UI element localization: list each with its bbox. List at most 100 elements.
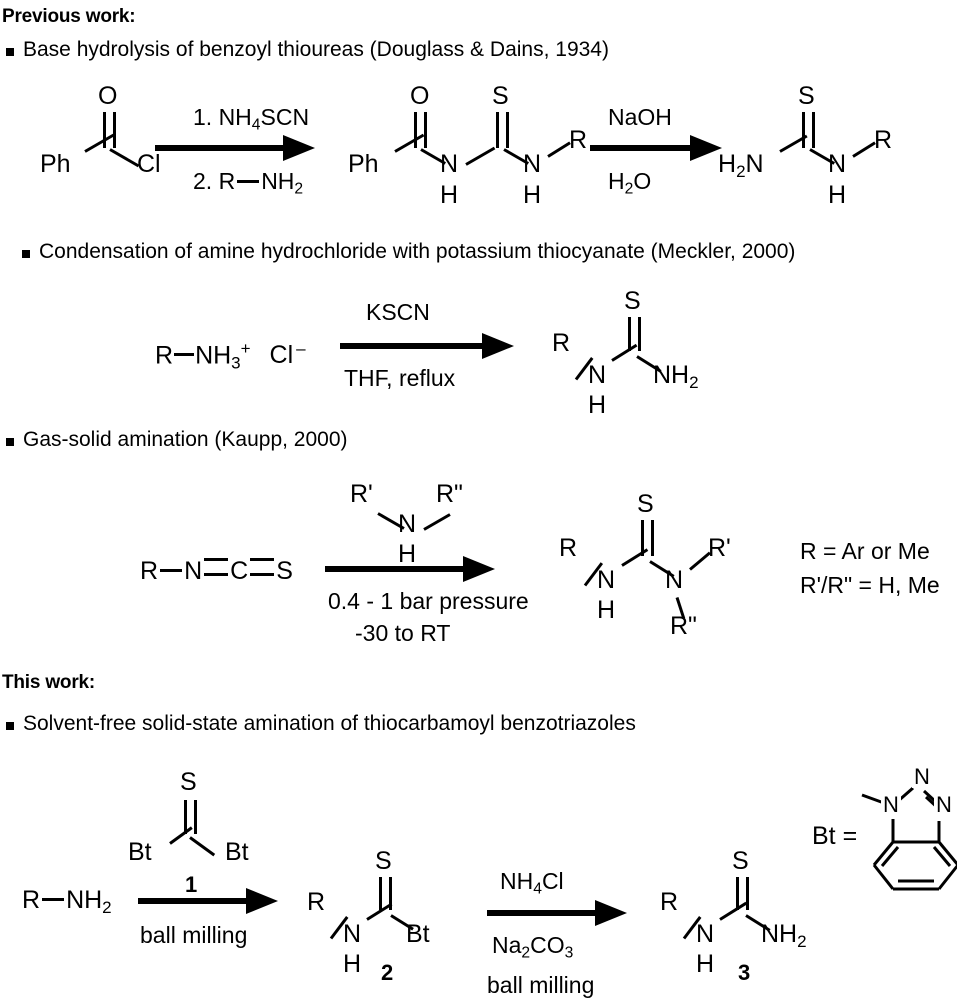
atom-label-nitrogen: NH — [66, 886, 103, 914]
square-bullet-icon — [22, 250, 30, 258]
benzotriazole-svg — [861, 786, 957, 891]
arrow-head — [246, 888, 278, 914]
arrow-head — [595, 900, 627, 926]
charge-minus: – — [296, 339, 306, 358]
conditions-text: 2. R — [193, 168, 236, 194]
atom-label-sulfur: S — [375, 847, 392, 875]
atom-label-bt-right: Bt — [225, 838, 249, 866]
bond-c-cl — [109, 148, 140, 168]
conditions-suffix: Cl — [541, 868, 564, 894]
bond-single — [160, 569, 183, 572]
conditions-kscn: KSCN — [366, 299, 430, 325]
product-thiourea-2: S R N H NH2 — [540, 283, 740, 418]
conditions-step1: 1. NH4SCN — [193, 104, 309, 135]
reactant-benzoyl-chloride: O Ph Cl — [40, 80, 180, 200]
atom-label-sulfur: S — [492, 82, 509, 110]
square-bullet-icon — [6, 438, 14, 446]
bond-carbonyl-2 — [113, 112, 116, 148]
conditions-ball-milling-1: ball milling — [140, 922, 248, 948]
bullet-base-hydrolysis: Base hydrolysis of benzoyl thioureas (Do… — [6, 38, 609, 62]
conditions-sub: 4 — [533, 880, 542, 898]
bond-thiocarbonyl-2 — [812, 112, 815, 148]
reagent-thiocarbonyl-dibenzotriazole: S Bt Bt 1 — [120, 762, 280, 898]
conditions-temperature: -30 to RT — [355, 620, 451, 646]
bond-thiocarbonyl-2 — [506, 112, 509, 148]
atom-label-r-prime: R' — [350, 480, 373, 508]
product-thiourea-3: S R N H NH2 3 — [648, 845, 838, 995]
atom-label-hydrogen: H — [597, 596, 616, 624]
bullet-solvent-free: Solvent-free solid-state amination of th… — [6, 712, 636, 736]
atom-label-chlorine: Cl — [137, 150, 161, 178]
amino-nh: NH — [653, 361, 690, 389]
atom-label-hydrogen: H — [343, 950, 362, 978]
bond-n-c — [621, 548, 649, 567]
atom-label-sulfur: S — [637, 490, 654, 518]
bullet-label: Solvent-free solid-state amination of th… — [23, 712, 636, 735]
atom-label-r-prime: R' — [708, 534, 731, 562]
bt-legend-label: Bt = — [812, 822, 858, 850]
product-thiourea-1: S H2N N H R — [718, 80, 918, 208]
benzotriazole-structure: N N N — [860, 764, 957, 898]
compound-number-1: 1 — [185, 872, 198, 897]
atom-label-oxygen: O — [410, 82, 430, 110]
arrow-shaft — [590, 145, 702, 151]
conditions-pressure: 0.4 - 1 bar pressure — [328, 588, 529, 614]
compound-number-3: 3 — [738, 960, 751, 985]
atom-label-nitrogen: N — [828, 150, 847, 178]
bond-c-bt-right — [189, 836, 216, 857]
bond-n-r — [547, 141, 571, 158]
reaction-arrow-4 — [325, 556, 495, 582]
atom-sub: 3 — [231, 353, 241, 373]
atom-label-nitrogen: N — [588, 361, 607, 389]
atom-label-r-group: R — [559, 534, 578, 562]
bond-n-c — [465, 146, 496, 166]
product-trisubstituted-thiourea: S R N H N R' R" — [545, 488, 765, 648]
atom-label-r-group: R — [307, 888, 326, 916]
bond-carbonyl-1 — [103, 112, 106, 148]
conditions-ball-milling-2: ball milling — [487, 972, 595, 998]
bond-thiocarbonyl-1 — [379, 877, 382, 910]
bond-n-rpp — [423, 513, 451, 531]
arrow-shaft — [487, 910, 607, 916]
conditions-sub2: 3 — [564, 944, 574, 962]
atom-label-hydrogen: H — [588, 391, 607, 419]
product-thiocarbamoyl-benzotriazole: S R N H Bt 2 — [295, 845, 475, 995]
bullet-label: Gas-solid amination (Kaupp, 2000) — [23, 428, 348, 451]
atom-label-bt-left: Bt — [128, 838, 152, 866]
atom-label-nitrogen: NH — [195, 341, 232, 370]
charge-plus: + — [240, 339, 251, 358]
conditions-sub: 2 — [624, 180, 634, 198]
bond-thiocarbonyl-2 — [194, 800, 197, 834]
bullet-label: Base hydrolysis of benzoyl thioureas (Do… — [23, 38, 609, 61]
legend-r-definition: R = Ar or Me — [800, 538, 930, 564]
atom-label-r-group: R — [660, 888, 679, 916]
atom-label-hydrogen: H — [398, 540, 417, 568]
bond-double — [250, 558, 275, 576]
this-work-heading: This work: — [2, 672, 96, 693]
atom-label-r-group: R — [22, 886, 41, 914]
atom-label-n2: N — [912, 764, 932, 789]
bond-double — [204, 558, 229, 576]
atom-label-carbon: C — [230, 557, 249, 585]
atom-label-hydrogen: H — [696, 950, 715, 978]
conditions-sub: 4 — [251, 116, 261, 134]
atom-label-r-group: R — [874, 126, 893, 154]
bond-thiocarbonyl-1 — [628, 317, 631, 351]
atom-label-n3: N — [934, 792, 954, 817]
atom-label-phenyl: Ph — [40, 150, 71, 178]
bond-carbonyl-1 — [414, 112, 417, 148]
atom-label-phenyl: Ph — [348, 150, 379, 178]
reaction-arrow-6 — [487, 900, 627, 926]
bond-dash — [237, 180, 260, 184]
atom-label-nitrogen: N — [343, 920, 362, 948]
intermediate-benzoyl-thiourea: O Ph N H S N H R — [348, 80, 598, 208]
bond-thiocarbonyl-2 — [746, 877, 749, 910]
atom-label-r-group: R — [155, 341, 174, 370]
bond-thiocarbonyl-1 — [496, 112, 499, 148]
